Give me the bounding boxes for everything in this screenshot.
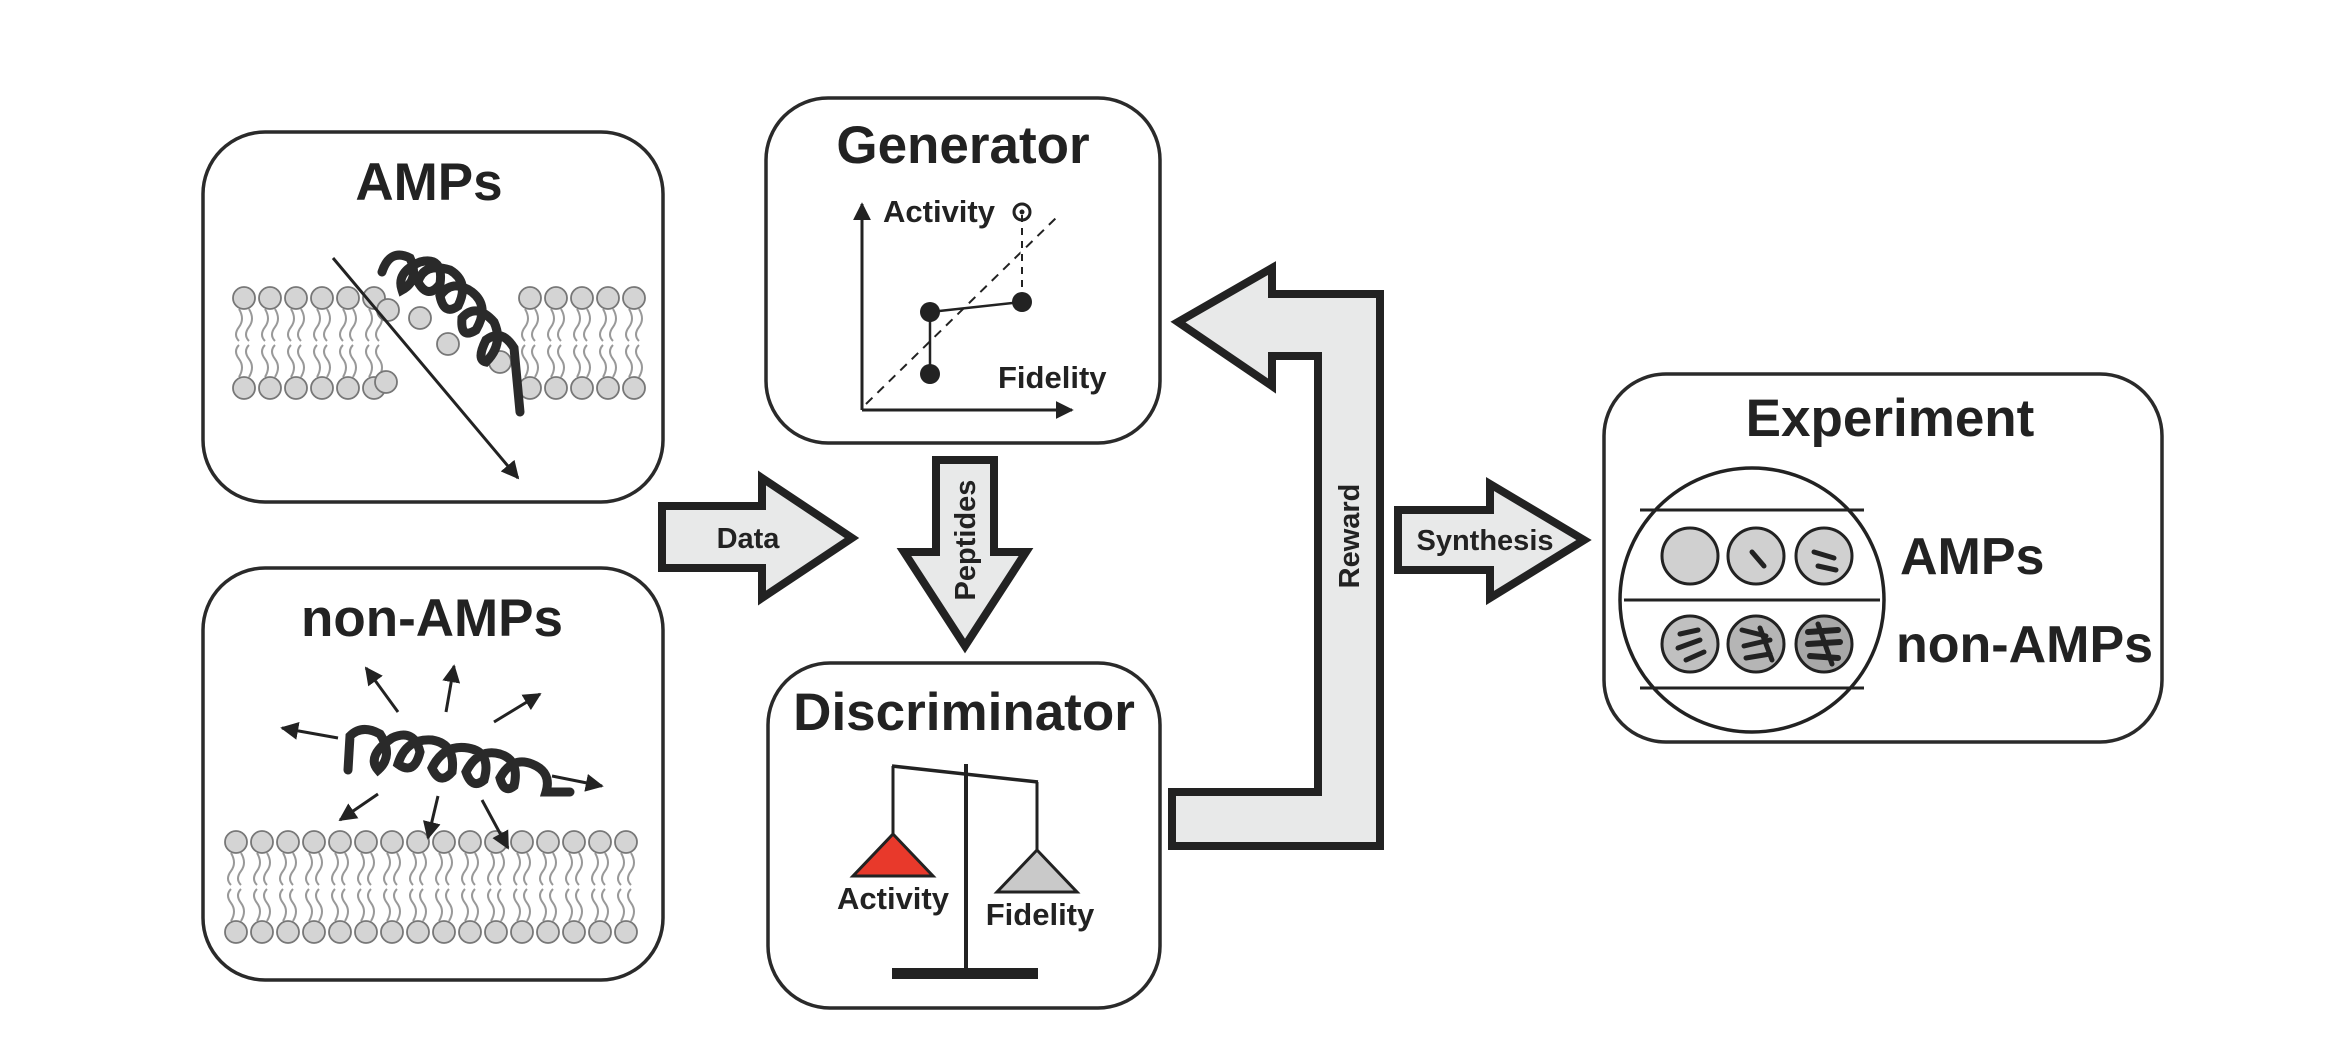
amps-box [201,130,665,504]
fidelity-pan-label: Fidelity [986,897,1095,932]
experiment-amps-label: AMPs [1900,528,2044,586]
generator-title: Generator [836,116,1089,175]
peptides-arrow-label: Peptides [950,480,982,601]
nonamps-membrane [224,830,638,944]
reward-arrow-label: Reward [1334,484,1366,589]
x-axis-label: Fidelity [998,360,1107,395]
activity-pan-label: Activity [837,881,950,916]
nonamps-panel: non-AMPs [201,566,665,982]
trajectory-point [920,302,940,322]
activity-pan [849,831,937,878]
reward-arrow: Reward [1168,261,1384,850]
discriminator-title: Discriminator [793,683,1135,742]
data-arrow-label: Data [717,523,781,555]
amps-membrane [232,286,646,400]
amps-wells [1660,526,1854,586]
discriminator-panel: Discriminator Activity Fidelity [766,661,1162,1010]
y-axis-label: Activity [883,194,996,229]
repulsion-arrows [280,664,604,850]
target-point [1012,202,1032,222]
data-arrow: Data [658,470,860,606]
fidelity-pan [993,847,1081,894]
nonamps-helix [343,725,575,797]
amps-helix [377,250,525,417]
trajectory-point [920,364,940,384]
diagonal-dashed [865,215,1059,405]
nonamps-title: non-AMPs [301,589,563,648]
generator-box [764,96,1162,445]
trajectory-point [1012,292,1032,312]
peptides-arrow: Peptides [896,456,1034,654]
generator-panel: Generator Activity Fidelity [764,96,1162,445]
amps-title: AMPs [355,153,502,212]
insertion-arrow [331,257,520,480]
experiment-nonamps-label: non-AMPs [1896,616,2153,674]
synthesis-arrow-label: Synthesis [1417,525,1554,557]
scale-base [892,968,1038,979]
nonamps-wells [1660,614,1854,674]
synthesis-arrow: Synthesis [1394,476,1592,606]
experiment-title: Experiment [1746,389,2035,448]
experiment-panel: Experiment AMPs [1602,372,2164,744]
amps-panel: AMPs [201,130,665,504]
scale-beam [891,764,1039,784]
